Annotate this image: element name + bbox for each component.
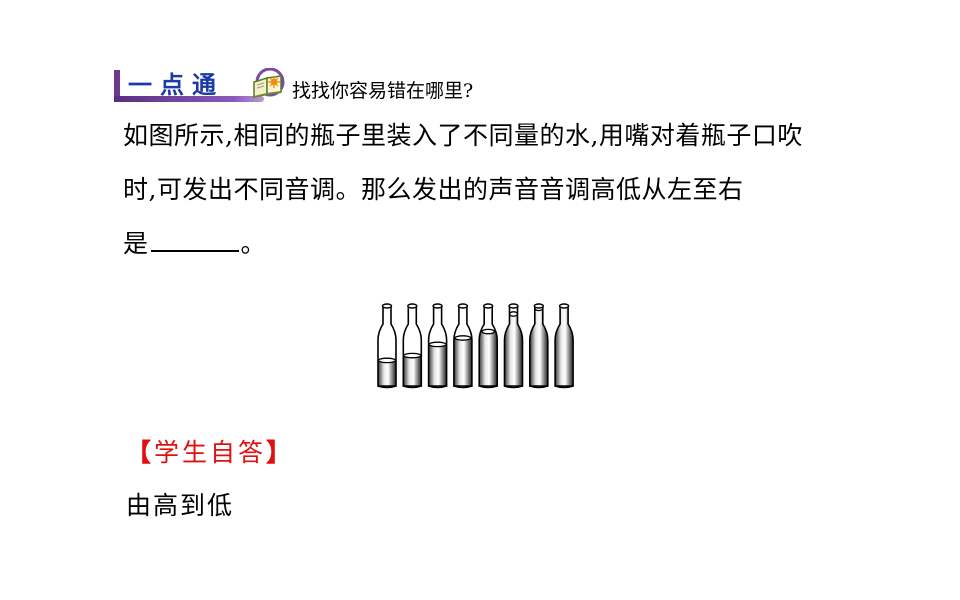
section-header: 一点通 找找你容易错在哪里? [114, 66, 534, 104]
header-subtitle: 找找你容易错在哪里? [292, 80, 474, 102]
student-answer: 由高到低 [126, 491, 235, 520]
open-book-icon [253, 68, 285, 98]
question-line-2: 时,可发出不同音调。那么发出的声音音调高低从左至右 [123, 175, 744, 204]
yidiantong-badge: 一点通 [114, 66, 264, 102]
badge-label: 一点通 [128, 71, 224, 99]
bottle [427, 303, 448, 389]
bottle-group [377, 303, 574, 389]
student-answer-label: 【学生自答】 [126, 438, 295, 467]
bottles-figure [377, 303, 574, 389]
bottle [529, 303, 549, 389]
question-line-3-suffix: 。 [240, 229, 267, 258]
question-line-3-prefix: 是 [123, 229, 149, 258]
bottle [554, 303, 574, 389]
bottle [377, 303, 397, 389]
badge-bar-bottom [114, 96, 264, 102]
answer-blank [150, 228, 239, 252]
bottle [453, 303, 473, 389]
bottle [503, 303, 524, 389]
bottle [402, 303, 423, 389]
question-line-1: 如图所示,相同的瓶子里装入了不同量的水,用嘴对着瓶子口吹 [123, 121, 803, 150]
question-line-3: 是。 [123, 224, 266, 260]
badge-bar-left [114, 70, 120, 102]
bottle [478, 303, 498, 389]
